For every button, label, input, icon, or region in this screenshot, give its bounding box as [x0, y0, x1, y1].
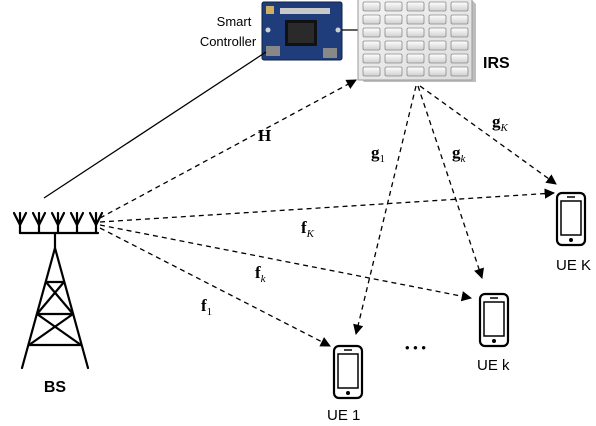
bs-controller-link	[43, 51, 267, 199]
ue-K-label: UE K	[556, 257, 591, 274]
smart-controller-label: Smart Controller	[200, 14, 257, 49]
irs-element	[384, 1, 403, 12]
irs-element	[450, 14, 469, 25]
irs-element	[450, 53, 469, 64]
irs-element	[384, 27, 403, 38]
irs-element	[428, 14, 447, 25]
label-fk: fk	[255, 263, 267, 285]
irs-element	[428, 27, 447, 38]
irs-element	[384, 53, 403, 64]
phone-ue-1-icon	[332, 344, 364, 400]
irs-element	[428, 1, 447, 12]
irs-element	[362, 27, 381, 38]
irs-element	[428, 53, 447, 64]
link-fk	[99, 224, 473, 302]
irs-element	[362, 53, 381, 64]
irs-element	[406, 14, 425, 25]
irs-element	[362, 66, 381, 77]
label-fK: fK	[301, 218, 315, 240]
link-f1	[99, 227, 331, 347]
irs-element	[406, 53, 425, 64]
irs-element	[450, 27, 469, 38]
irs-element	[406, 66, 425, 77]
link-fK	[99, 188, 556, 223]
irs-element	[384, 66, 403, 77]
irs-label: IRS	[483, 55, 510, 72]
controller-label-line2: Controller	[200, 34, 257, 49]
phone-ue-K-icon	[555, 191, 587, 247]
irs-element	[384, 14, 403, 25]
controller-label-line1: Smart	[217, 14, 252, 29]
irs-element	[406, 40, 425, 51]
irs-element	[406, 1, 425, 12]
irs-element	[362, 40, 381, 51]
ellipsis-dots: • • •	[405, 340, 426, 355]
link-H	[99, 79, 357, 219]
link-gk	[417, 85, 484, 279]
label-g1: g1	[371, 143, 385, 165]
bs-label: BS	[44, 379, 67, 396]
smart-controller-board-icon	[261, 1, 343, 61]
irs-element	[384, 40, 403, 51]
phone-ue-k-icon	[478, 292, 510, 348]
irs-element	[406, 27, 425, 38]
link-g1	[353, 85, 417, 336]
irs-element	[428, 40, 447, 51]
label-f1: f1	[201, 296, 212, 318]
irs-element	[362, 1, 381, 12]
irs-element	[362, 14, 381, 25]
label-H: H	[258, 126, 271, 145]
irs-element-grid	[362, 1, 469, 77]
irs-panel-icon	[357, 0, 476, 82]
irs-element	[428, 66, 447, 77]
irs-element	[450, 66, 469, 77]
ue-k-label: UE k	[477, 357, 510, 374]
link-gK	[419, 85, 557, 185]
label-gk: gk	[452, 143, 467, 165]
irs-element	[450, 1, 469, 12]
ue-1-label: UE 1	[327, 407, 360, 424]
base-station-tower-icon	[12, 211, 104, 370]
label-gK: gK	[492, 112, 509, 134]
irs-element	[450, 40, 469, 51]
